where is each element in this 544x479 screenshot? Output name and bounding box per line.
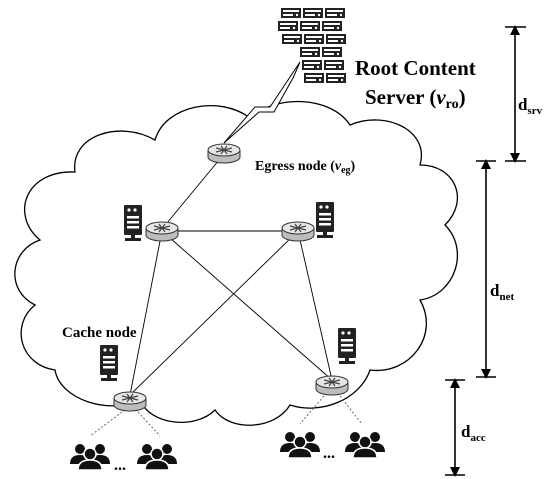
users-ellipsis: ... [114,457,126,474]
cache-node-label: Cache node [62,325,137,341]
d-net-label: dnet [490,281,514,303]
network-links [129,153,333,396]
router-icon [145,221,179,242]
d-acc-bracket [445,378,465,477]
users-icon [136,443,178,471]
d-acc-label: dacc [461,422,486,444]
users-icon [344,431,386,459]
root-server-label-line2: Server (vro) [365,85,466,112]
users-ellipsis: ... [323,445,335,462]
cache-router-icon [113,391,147,412]
router-icon [281,221,315,242]
root-server-label: Root Content [355,56,476,80]
d-srv-bracket [505,25,526,163]
egress-router-icon [207,143,241,164]
d-srv-label: dsrv [518,95,543,117]
egress-node-label: Egress node (veg) [255,159,356,176]
users-icon [279,431,321,459]
access-links [89,395,363,437]
access-router-icon [315,375,349,396]
d-net-bracket [476,159,496,379]
users-icon [69,443,111,471]
wan-link-bolt [223,61,301,144]
root-server-rack-icon [278,8,346,83]
